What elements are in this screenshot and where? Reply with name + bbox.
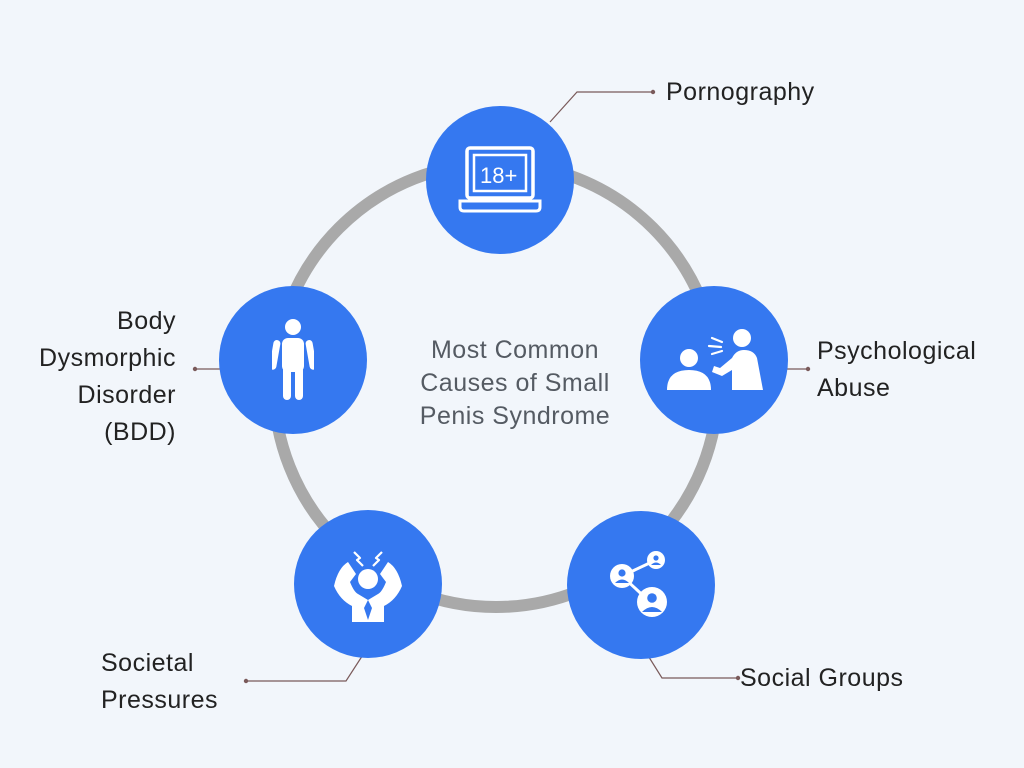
label-line: Dysmorphic xyxy=(39,344,176,372)
stressed-person-icon xyxy=(334,551,402,622)
diagram-title: Most Common Causes of Small Penis Syndro… xyxy=(375,334,655,433)
label-pornography: Pornography xyxy=(666,74,815,111)
label-social-groups: Social Groups xyxy=(740,660,904,697)
social-network-icon xyxy=(610,551,667,617)
node-pornography: 18+ xyxy=(426,106,574,254)
title-line: Most Common xyxy=(430,336,600,364)
age-badge-text: 18+ xyxy=(480,163,517,188)
label-psychological-abuse: Psychological Abuse xyxy=(817,333,976,407)
label-line: Disorder xyxy=(77,381,176,409)
title-line: Causes of Small xyxy=(420,369,610,397)
label-line: Pornography xyxy=(666,78,815,106)
title-line: Penis Syndrome xyxy=(419,402,611,430)
label-line: Abuse xyxy=(817,374,891,402)
label-line: Psychological xyxy=(817,337,977,365)
label-line: Pressures xyxy=(101,686,219,714)
label-bdd: Body Dysmorphic Disorder (BDD) xyxy=(39,303,176,451)
connector-dot-societal-pressures xyxy=(243,678,249,684)
connector-dot-bdd xyxy=(192,366,198,372)
person-standing-icon xyxy=(272,319,314,400)
label-line: Body xyxy=(117,307,176,335)
node-societal-pressures xyxy=(294,510,442,658)
label-line: (BDD) xyxy=(104,418,176,446)
node-social-groups xyxy=(567,511,715,659)
connector-dot-pornography xyxy=(650,89,656,95)
label-line: Societal xyxy=(101,649,194,677)
connector-societal-pressures xyxy=(248,646,369,682)
connector-dot-psychological-abuse xyxy=(805,366,811,372)
connector-pornography xyxy=(549,91,651,123)
node-bdd xyxy=(219,286,367,434)
connector-dot-social-groups xyxy=(735,675,741,681)
label-line: Social Groups xyxy=(740,664,904,692)
label-societal-pressures: Societal Pressures xyxy=(101,645,218,719)
node-psychological-abuse xyxy=(640,286,788,434)
laptop-18plus-icon: 18+ xyxy=(458,146,542,213)
yelling-person-icon xyxy=(667,329,763,390)
